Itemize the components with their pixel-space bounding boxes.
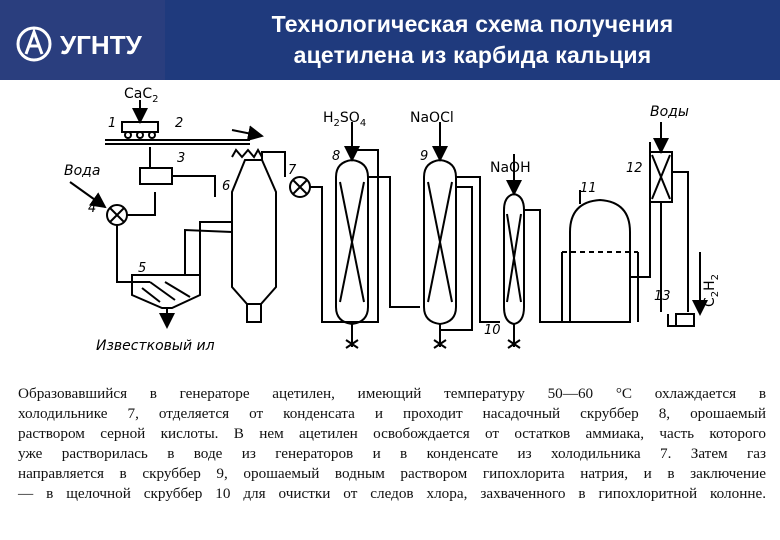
num-2: 2: [175, 116, 183, 131]
slide-title: Технологическая схема получения ацетилен…: [165, 0, 780, 80]
description-line-6: — в щелочной скруббер 10 для очистки от …: [18, 485, 766, 502]
label-h2so4: H2SO4: [323, 110, 366, 129]
description-line-5: направляется в скруббер 9, орошаемый вод…: [18, 465, 766, 482]
cooler-7: [261, 151, 340, 323]
generator-6: [184, 147, 277, 323]
scrubber-8: [335, 122, 420, 349]
description-line-2: холодильнике 7, отделяется от конденсата…: [18, 405, 766, 422]
label-naoh: NaOH: [490, 160, 531, 176]
logo-text: УГНТУ: [60, 30, 143, 60]
scrubber-9: [423, 122, 500, 349]
num-13: 13: [654, 289, 671, 304]
num-12: 12: [626, 161, 643, 176]
cooler-4: [69, 181, 156, 283]
svg-text:C2H2: C2H2: [702, 274, 721, 307]
description-line-4: уже растворилась в воде из генераторов и…: [18, 445, 766, 462]
num-5: 5: [138, 261, 146, 276]
process-flow-diagram: CaC2 H2SO4 NaOCl NaOH Вода Воды Известко…: [64, 86, 721, 354]
label-c2h2: C2H2: [702, 274, 721, 307]
label-naocl: NaOCl: [410, 110, 454, 126]
outlet-13: [667, 252, 708, 327]
num-7: 7: [288, 163, 297, 178]
label-water-left: Вода: [64, 163, 100, 179]
num-9: 9: [420, 149, 428, 164]
header-logo-panel: УГНТУ: [0, 0, 165, 80]
num-10: 10: [484, 323, 501, 338]
label-water-right: Воды: [650, 104, 689, 120]
conveyor-2: [105, 125, 264, 145]
description-line-3: раствором серной кислоты. В нем ацетилен…: [18, 425, 766, 442]
num-3: 3: [177, 151, 185, 166]
num-1: 1: [108, 116, 116, 131]
title-line-1: Технологическая схема получения: [271, 11, 674, 37]
ugntu-logo: УГНТУ: [16, 26, 143, 62]
description-line-1: Образовавшийся в генераторе ацетилен, им…: [18, 385, 766, 402]
num-11: 11: [580, 181, 597, 196]
num-6: 6: [222, 179, 230, 194]
label-lime-sludge: Известковый ил: [96, 338, 215, 354]
scrubber-10: [503, 154, 570, 349]
num-4: 4: [88, 201, 96, 216]
column-12: [649, 122, 689, 312]
carbide-feeder-1: [121, 100, 159, 139]
process-description: Образовавшийся в генераторе ацетилен, им…: [18, 384, 766, 504]
num-8: 8: [332, 149, 340, 164]
title-line-2: ацетилена из карбида кальция: [293, 42, 652, 68]
label-cac2: CaC2: [124, 86, 159, 105]
heat-exchanger-3: [139, 147, 216, 197]
